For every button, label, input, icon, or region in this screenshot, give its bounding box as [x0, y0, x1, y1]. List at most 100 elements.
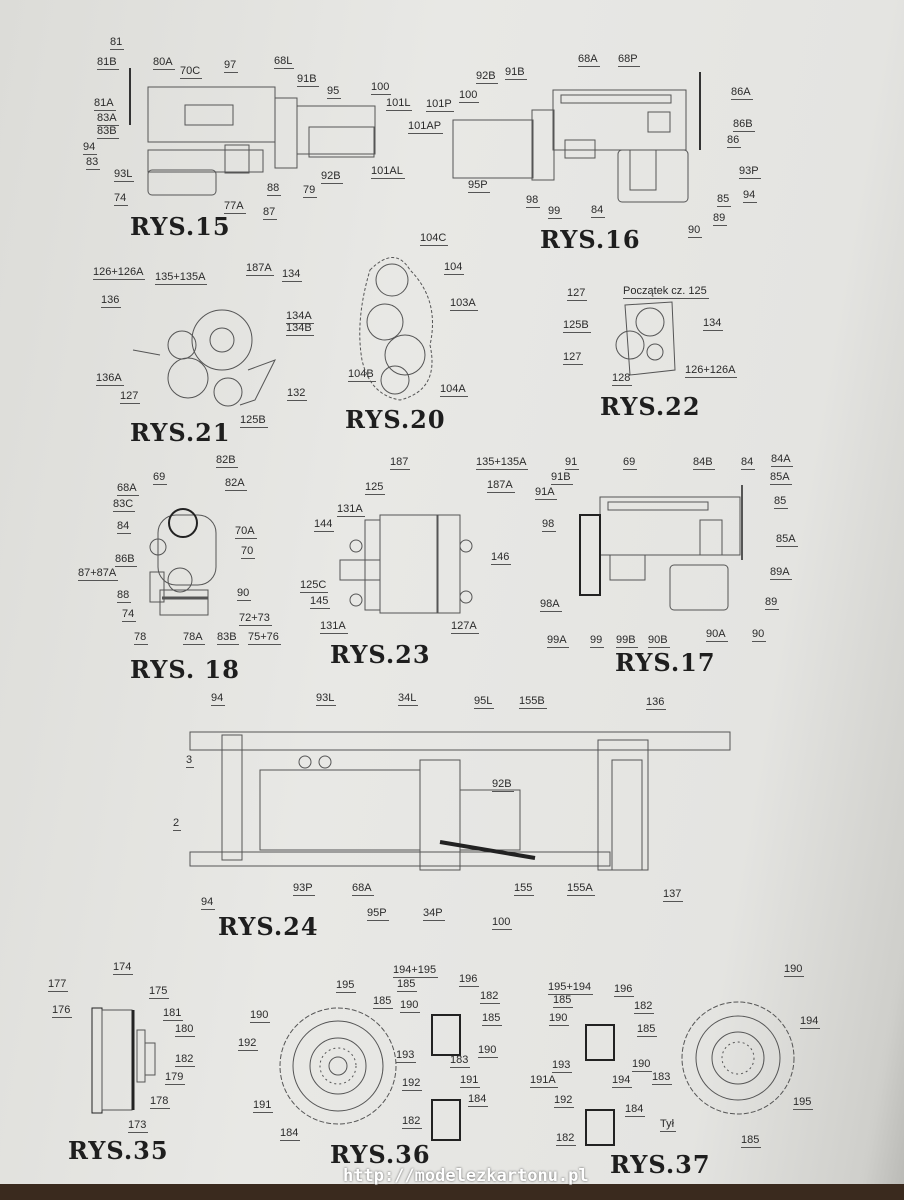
- part-label: 89: [765, 596, 780, 610]
- rys18-title: RYS. 18: [130, 655, 240, 684]
- part-label: 3: [186, 754, 195, 768]
- part-label: 192: [554, 1094, 575, 1108]
- part-label: 92B: [492, 778, 514, 792]
- rys16-drawing: [452, 72, 701, 203]
- part-label: 134A: [286, 310, 314, 324]
- part-label: 185: [397, 978, 418, 992]
- part-label: 99: [548, 205, 563, 219]
- rys15-title: RYS.15: [130, 212, 231, 241]
- part-label: 104A: [440, 383, 468, 397]
- part-label: 74: [122, 608, 137, 622]
- part-label: 89A: [770, 566, 792, 580]
- rys20-title: RYS.20: [345, 405, 446, 434]
- part-label: 83: [86, 156, 101, 170]
- part-label: 125C: [300, 579, 329, 593]
- part-label: 104: [444, 261, 465, 275]
- part-label: 128: [612, 372, 633, 386]
- part-label: 193: [396, 1049, 417, 1063]
- part-label: 190: [250, 1009, 271, 1023]
- part-label: 126+126A: [685, 364, 738, 378]
- part-label: 85: [774, 495, 789, 509]
- part-label: 34L: [398, 692, 419, 706]
- part-label: 82B: [216, 454, 238, 468]
- part-label: 194: [800, 1015, 821, 1029]
- part-label: 70C: [180, 65, 203, 79]
- part-label: 91A: [535, 486, 557, 500]
- part-label: 93L: [114, 168, 135, 182]
- part-label: 134: [703, 317, 724, 331]
- part-label: 90A: [706, 628, 728, 642]
- part-label: 34P: [423, 907, 445, 921]
- part-label: 72+73: [239, 612, 272, 626]
- rys36-title: RYS.36: [330, 1140, 431, 1169]
- part-label: 182: [556, 1132, 577, 1146]
- part-label: 181: [163, 1007, 184, 1021]
- part-label: 180: [175, 1023, 196, 1037]
- part-label: 83B: [217, 631, 239, 645]
- part-label: 74: [114, 192, 129, 206]
- part-label: 190: [632, 1058, 653, 1072]
- part-label: 104C: [420, 232, 449, 246]
- part-label: 127: [567, 287, 588, 301]
- part-label: 104B: [348, 368, 376, 382]
- part-label: 92B: [476, 70, 498, 84]
- part-label: 185: [553, 994, 574, 1008]
- part-label: 131A: [337, 503, 365, 517]
- part-label: 100: [371, 81, 392, 95]
- part-label: 91B: [297, 73, 319, 87]
- rys37-drawing: [585, 1001, 795, 1146]
- part-label: 92B: [321, 170, 343, 184]
- part-label: 192: [402, 1077, 423, 1091]
- part-label: Tył: [660, 1118, 677, 1132]
- part-label: 90: [752, 628, 767, 642]
- part-label: 196: [459, 973, 480, 987]
- part-label: 135+135A: [476, 456, 529, 470]
- part-label: 70: [241, 545, 256, 559]
- part-label: 193: [552, 1059, 573, 1073]
- part-label: 136: [101, 294, 122, 308]
- part-label: 177: [48, 978, 69, 992]
- part-label: 134B: [286, 322, 314, 336]
- part-label: 155A: [567, 882, 595, 896]
- part-label: 126+126A: [93, 266, 146, 280]
- rys17-drawing: [579, 485, 743, 611]
- part-label: 93L: [316, 692, 337, 706]
- part-label: 87+87A: [78, 567, 119, 581]
- part-label: 83C: [113, 498, 136, 512]
- rys36-drawing: [279, 1007, 461, 1141]
- part-label: 136: [646, 696, 667, 710]
- part-label: 83A: [97, 112, 119, 126]
- part-label: 99A: [547, 634, 569, 648]
- part-label: 95P: [468, 179, 490, 193]
- part-label: 84: [741, 456, 756, 470]
- part-label: 192: [238, 1037, 259, 1051]
- part-label: 86: [727, 134, 742, 148]
- part-label: 95: [327, 85, 342, 99]
- part-label: 99: [590, 634, 605, 648]
- part-label: 183: [450, 1054, 471, 1068]
- part-label: 95L: [474, 695, 495, 709]
- part-label: 91B: [505, 66, 527, 80]
- part-label: 127: [563, 351, 584, 365]
- part-label: 182: [634, 1000, 655, 1014]
- rys15-drawing: [129, 68, 376, 196]
- rys35-drawing: [91, 1007, 156, 1114]
- part-label: 90: [688, 224, 703, 238]
- part-label: 155B: [519, 695, 547, 709]
- part-label: 101AL: [371, 165, 405, 179]
- part-label: 69: [153, 471, 168, 485]
- rys22-title: RYS.22: [600, 392, 701, 421]
- part-label: 80A: [153, 56, 175, 70]
- part-label: 190: [784, 963, 805, 977]
- rys20-drawing: [359, 257, 433, 401]
- part-label: 146: [491, 551, 512, 565]
- part-label: 84: [591, 204, 606, 218]
- part-label: 85: [717, 193, 732, 207]
- part-label: 98: [526, 194, 541, 208]
- part-label: 93P: [739, 165, 761, 179]
- part-label: 85A: [776, 533, 798, 547]
- rys16-title: RYS.16: [540, 225, 641, 254]
- part-label: 173: [128, 1119, 149, 1133]
- part-label: 68A: [117, 482, 139, 496]
